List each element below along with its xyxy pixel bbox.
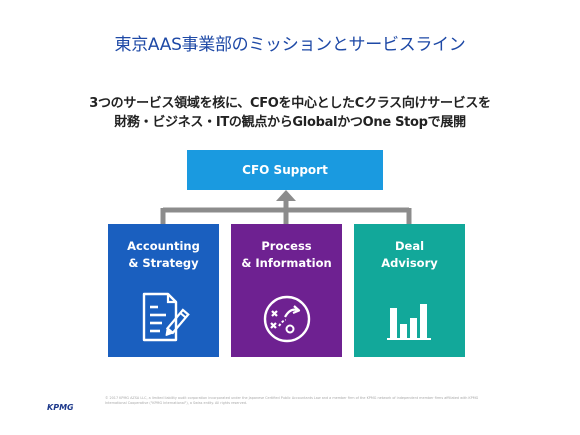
subtitle: 3つのサービス領域を核に、CFOを中心としたCクラス向けサービスを 財務・ビジネ…: [0, 94, 580, 132]
kpmg-logo: KPMG: [47, 403, 74, 412]
deal-advisory-box: Deal Advisory: [354, 224, 465, 357]
accounting-strategy-box: Accounting & Strategy: [108, 224, 219, 357]
cfo-support-label: CFO Support: [242, 163, 328, 177]
page-title: 東京AAS事業部のミッションとサービスライン: [114, 35, 466, 55]
subtitle-line-2: 財務・ビジネス・ITの観点からGlobalかつOne Stopで展開: [114, 115, 466, 130]
document-pen-icon: [142, 292, 190, 342]
deal-advisory-label: Deal Advisory: [381, 239, 438, 270]
strategy-play-icon: [263, 295, 311, 343]
process-information-box: Process & Information: [231, 224, 342, 357]
bar-chart-icon: [387, 304, 431, 340]
arrow-head-icon: [276, 190, 296, 201]
cfo-support-box: CFO Support: [187, 150, 383, 190]
copyright-footer: © 2017 KPMG AZSA LLC, a limited liabilit…: [105, 396, 479, 405]
process-information-label: Process & Information: [241, 239, 332, 270]
subtitle-line-1: 3つのサービス領域を核に、CFOを中心としたCクラス向けサービスを: [89, 96, 491, 111]
accounting-strategy-label: Accounting & Strategy: [127, 239, 200, 270]
